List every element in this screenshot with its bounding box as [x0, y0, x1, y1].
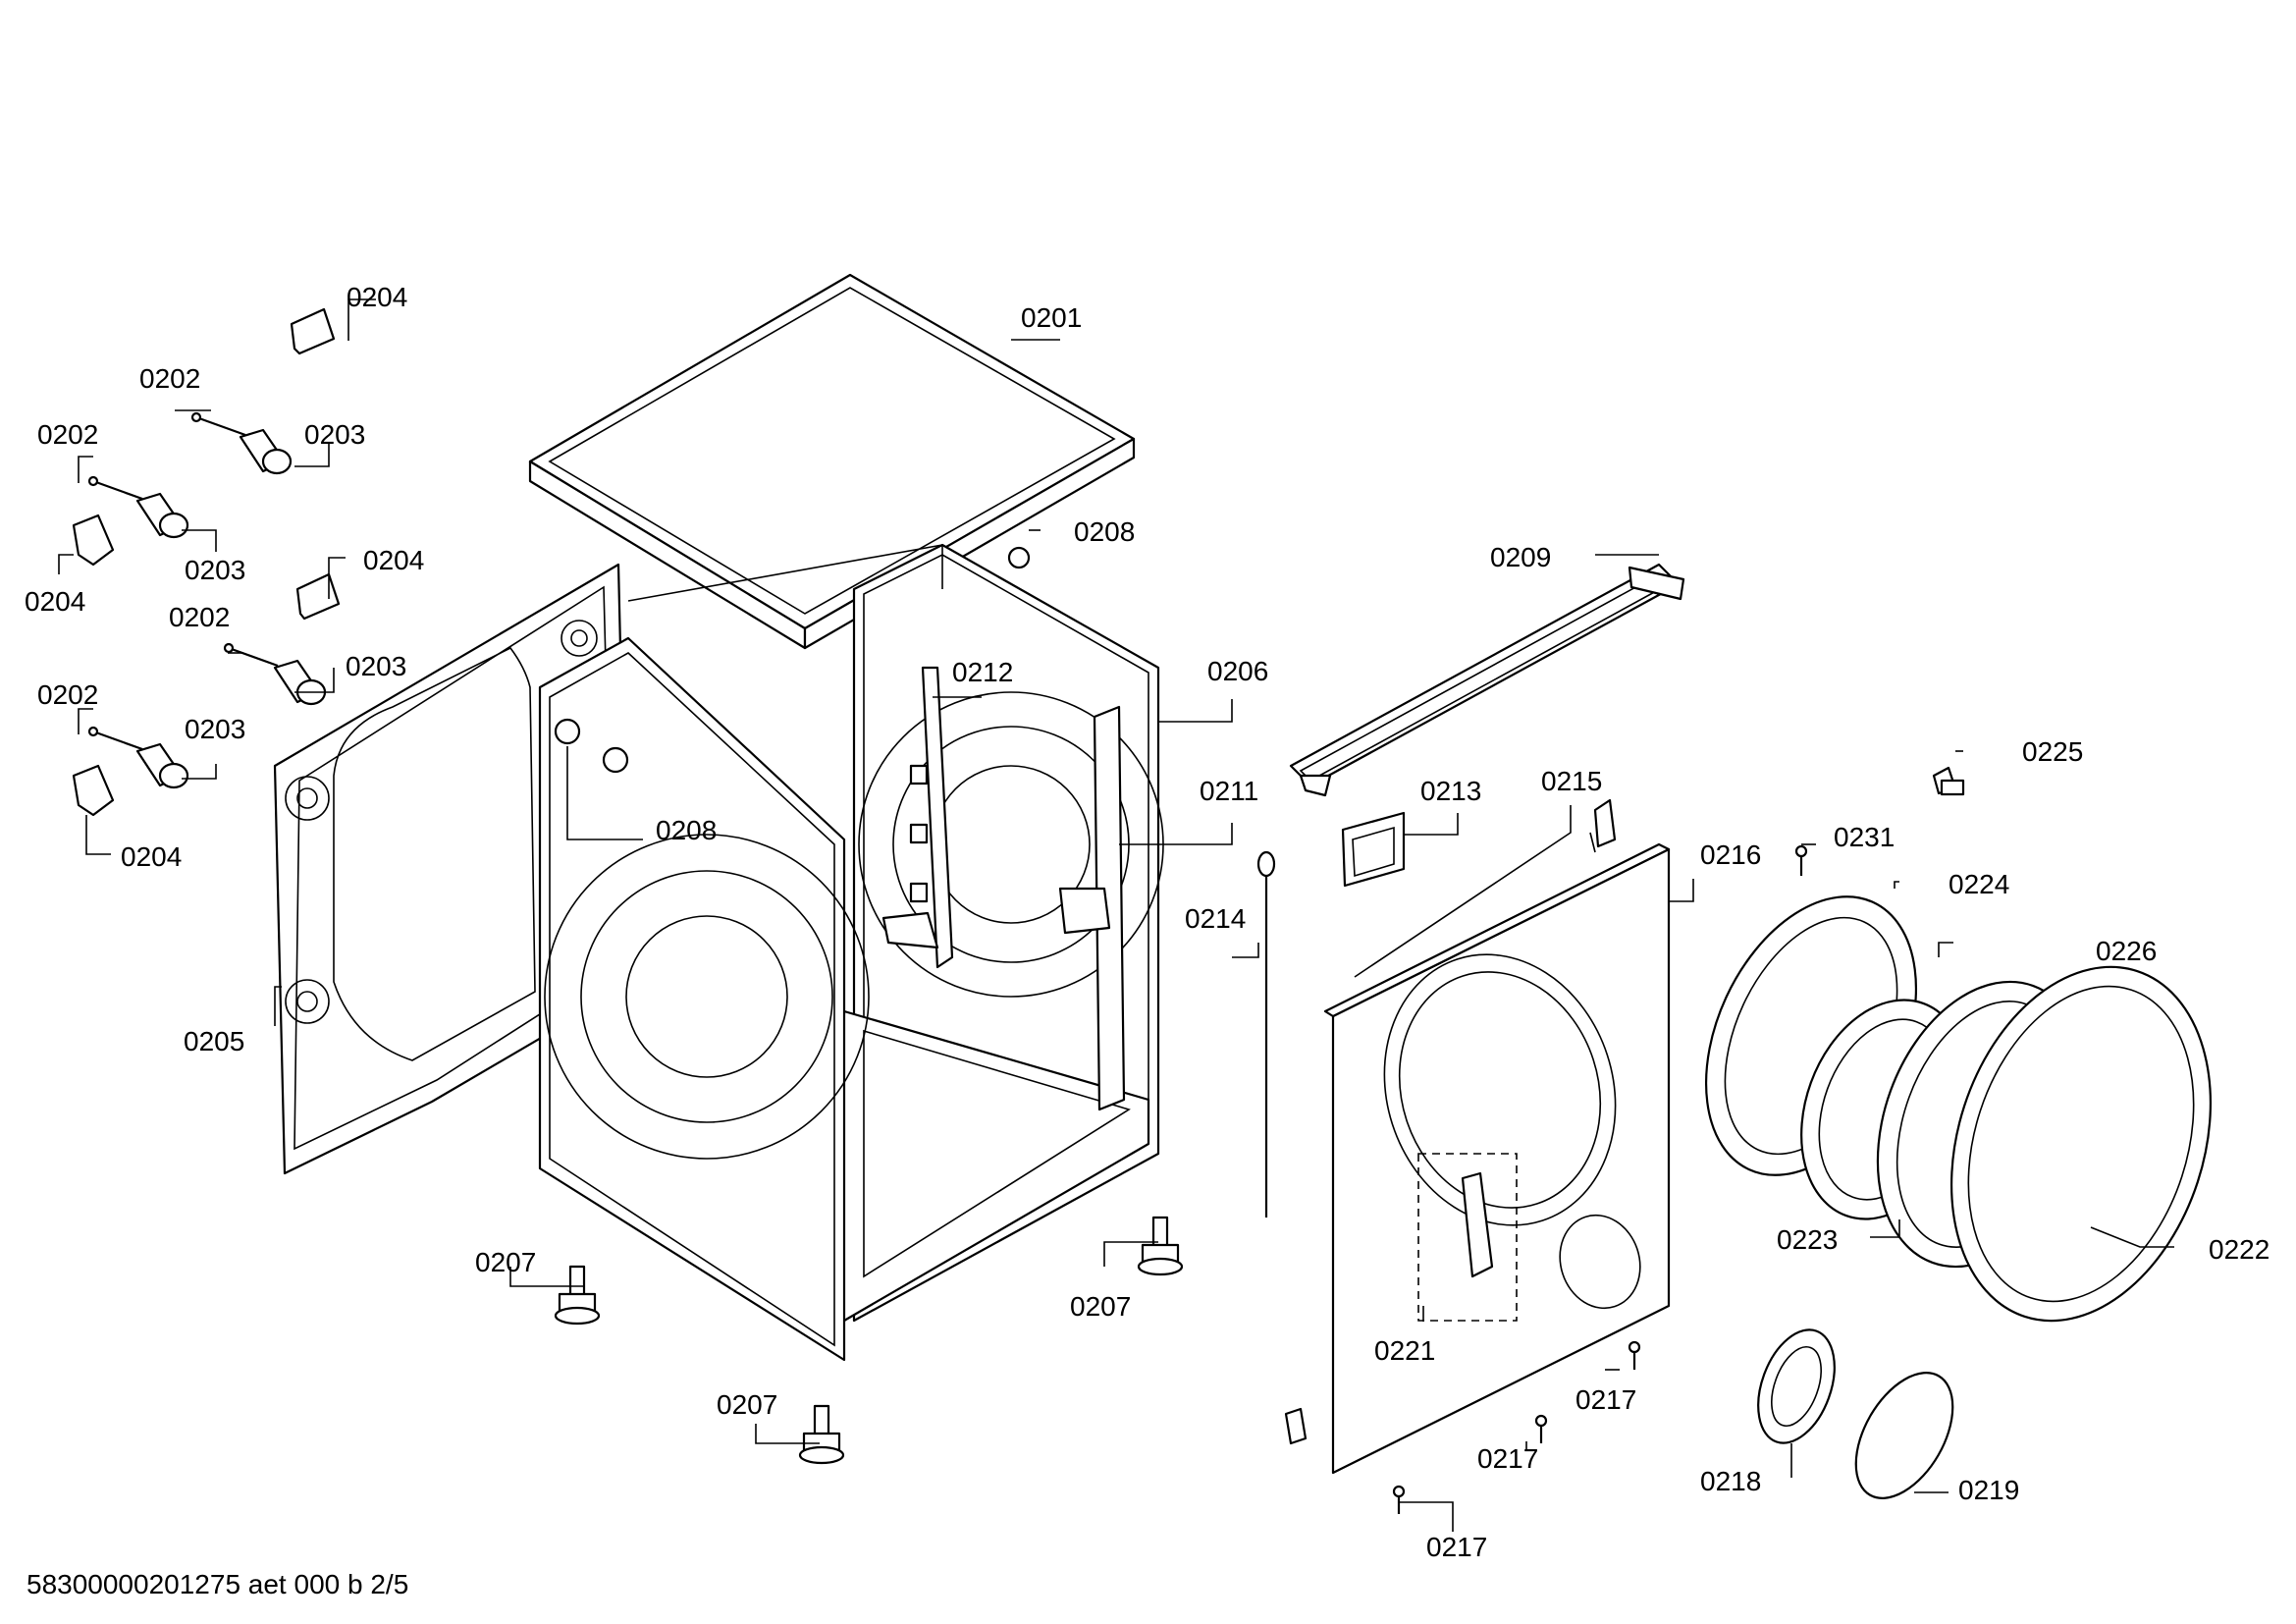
hinge-cap-0204-c	[295, 572, 341, 621]
label-0204-d: 0204	[121, 841, 182, 872]
label-0217-c: 0217	[1426, 1532, 1487, 1562]
screw-0217-b	[1534, 1414, 1548, 1443]
hinge-cap-0204-d	[72, 764, 115, 817]
module-0213	[1341, 811, 1406, 888]
leader-lines	[58, 298, 2174, 1532]
label-0222: 0222	[2209, 1234, 2269, 1265]
label-0207-a: 0207	[475, 1247, 536, 1277]
clip-0217-d	[1284, 1407, 1308, 1445]
strut-0211	[1058, 705, 1126, 1111]
screw-0202-a	[190, 411, 246, 437]
label-0217-a: 0217	[1575, 1384, 1636, 1415]
hinge-cap-0204-b	[72, 514, 115, 567]
label-0221: 0221	[1374, 1335, 1435, 1366]
bracket-0212	[881, 666, 954, 969]
label-0209: 0209	[1490, 542, 1551, 572]
sensor-0225	[1932, 766, 1965, 796]
screw-0217-a	[1628, 1340, 1641, 1370]
label-0223: 0223	[1777, 1224, 1838, 1255]
label-0204-b: 0204	[25, 586, 85, 617]
rail-0209	[1289, 563, 1685, 797]
handle-0218	[1757, 1328, 1836, 1444]
label-0206: 0206	[1207, 656, 1268, 686]
door-outer-ring-0222	[1949, 965, 2213, 1323]
foot-0207-a	[554, 1265, 601, 1326]
label-0203-a: 0203	[304, 419, 365, 450]
label-0207-b: 0207	[1070, 1291, 1131, 1322]
screw-0217-c	[1392, 1485, 1406, 1514]
label-0202-a: 0202	[139, 363, 200, 394]
label-0218: 0218	[1700, 1466, 1761, 1496]
bushing-0203-b	[135, 492, 189, 539]
label-0202-d: 0202	[37, 679, 98, 710]
cover-0219	[1854, 1372, 1954, 1499]
hinge-0215	[1593, 798, 1617, 848]
bushing-0203-a	[239, 428, 293, 475]
label-0219: 0219	[1958, 1475, 2019, 1505]
rod-0214	[1256, 850, 1276, 1218]
label-0205: 0205	[184, 1026, 244, 1056]
label-0213: 0213	[1420, 776, 1481, 806]
screw-0202-b	[87, 475, 143, 501]
label-0203-b: 0203	[185, 555, 245, 585]
document-footer: 58300000201275 aet 000 b 2/5	[27, 1569, 408, 1599]
screw-0202-d	[87, 726, 143, 751]
label-0203-c: 0203	[346, 651, 406, 681]
label-0202-b: 0202	[37, 419, 98, 450]
label-0214: 0214	[1185, 903, 1246, 934]
foot-0207-b	[1137, 1216, 1184, 1276]
part-labels: 0201 0204 0202 0203 0202 0203 0204 0204 …	[25, 282, 2269, 1562]
front-panel-0216	[1323, 842, 1671, 1475]
bushing-0203-d	[135, 742, 189, 789]
label-0212: 0212	[952, 657, 1013, 687]
screw-0202-c	[223, 642, 279, 668]
label-0215: 0215	[1541, 766, 1602, 796]
screw-0231	[1794, 844, 1808, 876]
label-0224: 0224	[1949, 869, 2009, 899]
hinge-cap-0204-top	[290, 307, 336, 355]
label-0225: 0225	[2022, 736, 2083, 767]
cabinet-side-panel-0206	[538, 636, 870, 1362]
label-0208-b: 0208	[656, 815, 717, 845]
label-0217-b: 0217	[1477, 1443, 1538, 1474]
label-0207-c: 0207	[717, 1389, 777, 1420]
bushing-0203-c	[273, 659, 327, 706]
label-0231: 0231	[1834, 822, 1895, 852]
label-0208-a: 0208	[1074, 516, 1135, 547]
label-0211: 0211	[1200, 776, 1258, 806]
label-0201: 0201	[1021, 302, 1082, 333]
label-0204-top: 0204	[347, 282, 407, 312]
label-0216: 0216	[1700, 839, 1761, 870]
label-0202-c: 0202	[169, 602, 230, 632]
label-0226: 0226	[2096, 936, 2157, 966]
plug-0208-a	[1007, 546, 1031, 569]
foot-0207-c	[798, 1404, 845, 1465]
label-0204-c: 0204	[363, 545, 424, 575]
label-0203-d: 0203	[185, 714, 245, 744]
